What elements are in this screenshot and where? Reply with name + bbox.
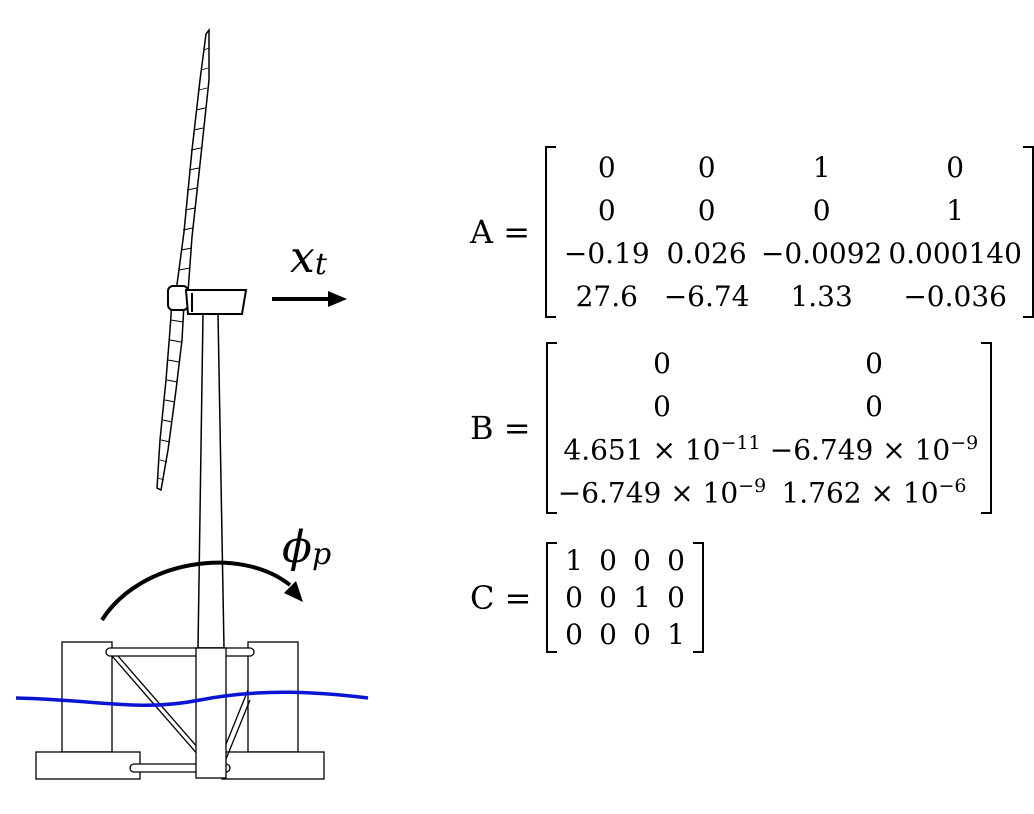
matrix-cell: 0 xyxy=(767,342,981,385)
matrix-cell: 27.6 xyxy=(575,279,638,313)
matrix-cell: 0 xyxy=(946,150,965,184)
cell-exponent: −9 xyxy=(950,432,979,455)
cell-mantissa: 0 xyxy=(865,346,883,380)
matrix-cell: 0 xyxy=(557,342,767,385)
surge-label: xt xyxy=(290,236,327,280)
cell-mantissa: 0 xyxy=(653,346,671,380)
matrix-cell: 0 xyxy=(633,543,651,577)
matrix-cell: −6.74 xyxy=(663,279,750,313)
cell-mantissa: −6.749 × 10 xyxy=(557,476,739,510)
water-surface-line xyxy=(15,690,369,707)
cell-exponent: −11 xyxy=(720,432,761,455)
turbine-hub-nacelle xyxy=(167,285,248,315)
matrix-cell: 0.026 xyxy=(666,236,747,270)
matrix-cell: 0 xyxy=(565,617,583,651)
matrix-cell: 0 xyxy=(597,150,616,184)
matrix-cell: 0 xyxy=(697,150,716,184)
matrix-a-row: 0 0 0 1 xyxy=(556,189,1023,232)
cell-exponent: −6 xyxy=(938,475,967,498)
turbine-blade-lower xyxy=(156,298,185,492)
surge-symbol: x xyxy=(290,232,315,283)
matrix-cell: −0.036 xyxy=(903,279,1007,313)
matrix-cell: 0 xyxy=(557,385,767,428)
bracket-right xyxy=(981,342,992,514)
surge-subscript: t xyxy=(314,247,327,282)
matrix-cell: 0 xyxy=(697,193,716,227)
matrix-cell: −0.0092 xyxy=(760,236,883,270)
floating-platform xyxy=(35,641,325,780)
matrix-c-lhs: C = xyxy=(470,578,532,617)
matrix-b-lhs: B = xyxy=(470,409,531,447)
matrix-cell: 0 xyxy=(599,617,617,651)
matrix-cell: 0.000140 xyxy=(888,236,1022,270)
matrix-cell: −6.749 × 10−9 xyxy=(557,471,767,514)
matrix-cell: 0 xyxy=(667,580,685,614)
matrix-cell: −6.749 × 10−9 xyxy=(767,428,981,471)
turbine-tower xyxy=(197,313,225,649)
bracket-right xyxy=(693,542,704,653)
pitch-symbol: ϕ xyxy=(282,522,312,573)
bracket-left xyxy=(546,542,557,653)
pitch-rotation-arrow xyxy=(100,560,303,622)
pitch-label: ϕp xyxy=(282,526,331,570)
turbine-blade-upper xyxy=(175,27,210,293)
matrix-a-row: 27.6 −6.74 1.33 −0.036 xyxy=(556,275,1023,318)
bracket-right xyxy=(1023,146,1034,318)
floating-wind-turbine-illustration xyxy=(15,27,369,780)
cell-mantissa: 0 xyxy=(865,389,883,423)
cell-mantissa: 0 xyxy=(653,389,671,423)
surge-arrow xyxy=(272,291,347,307)
cell-mantissa: −6.749 × 10 xyxy=(769,433,951,467)
matrix-cell: 1 xyxy=(812,150,831,184)
matrix-cell: −0.19 xyxy=(563,236,650,270)
bracket-left xyxy=(546,342,557,514)
matrix-a-lhs: A = xyxy=(470,213,531,251)
matrix-cell: 1 xyxy=(565,543,583,577)
matrix-cell: 4.651 × 10−11 xyxy=(557,428,767,471)
cell-mantissa: 4.651 × 10 xyxy=(563,433,721,467)
matrix-cell: 0 xyxy=(767,385,981,428)
matrix-cell: 0 xyxy=(599,580,617,614)
matrix-cell: 1 xyxy=(667,617,685,651)
matrix-cell: 0 xyxy=(633,617,651,651)
matrix-cell: 0 xyxy=(667,543,685,577)
bracket-left xyxy=(545,146,557,318)
cell-mantissa: 1.762 × 10 xyxy=(781,476,939,510)
matrix-b-row: 4.651 × 10−11−6.749 × 10−9 xyxy=(557,428,981,471)
matrix-a-row: 0 0 1 0 xyxy=(556,146,1023,189)
matrix-cell: 1 xyxy=(946,193,965,227)
matrix-cell: 1 xyxy=(633,580,651,614)
cell-exponent: −9 xyxy=(738,475,767,498)
matrix-cell: 0 xyxy=(597,193,616,227)
matrix-cell: 1.33 xyxy=(790,279,853,313)
matrix-cell: 0 xyxy=(599,543,617,577)
matrix-cell: 0 xyxy=(812,193,831,227)
matrix-cell: 0 xyxy=(565,580,583,614)
matrix-cell: 1.762 × 10−6 xyxy=(767,471,981,514)
pitch-subscript: p xyxy=(312,537,332,572)
